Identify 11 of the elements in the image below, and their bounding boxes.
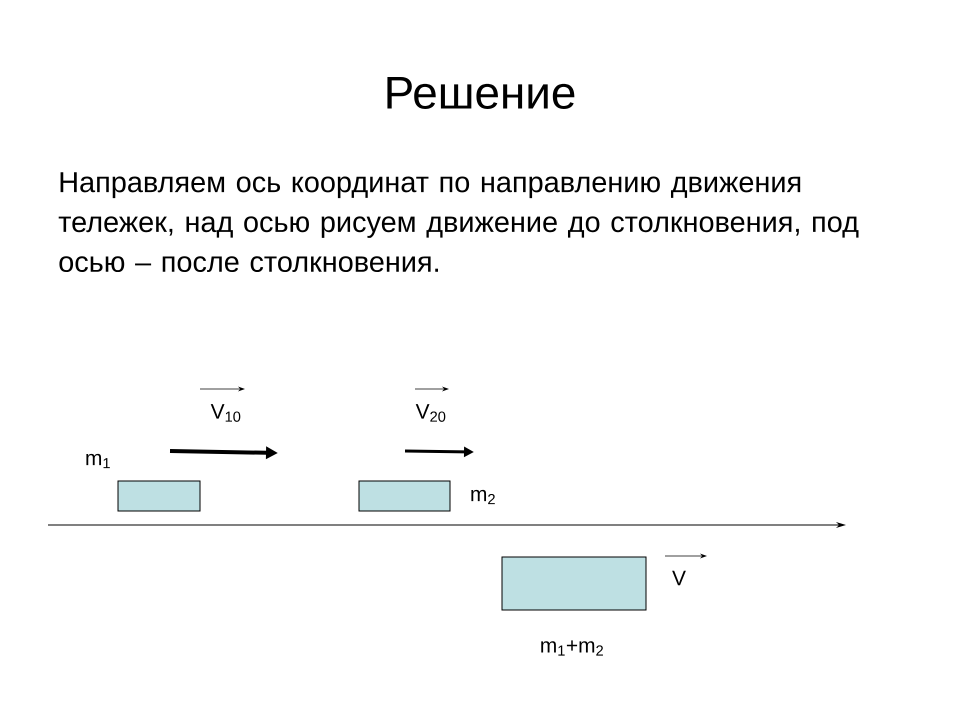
velocity-label: V$_{20}$ — [416, 404, 446, 422]
slide-title: Решение — [387, 77, 574, 109]
cart-box — [502, 556, 646, 610]
velocity-label: V — [672, 570, 686, 586]
velocity-label: V$_{10}$ — [210, 404, 240, 422]
mass-label: m$_{2}$ — [471, 490, 495, 504]
paragraph: Направляем ось координат по направлению движения тележек, над осью рисуем движение до столкновения, под осью – после столкновения. — [58, 172, 858, 272]
mass-label: m$_{1}$ — [86, 454, 110, 468]
cart-box — [358, 480, 450, 512]
mass-label: m$_{1}$+m$_{2}$ — [541, 640, 603, 656]
cart-box — [118, 480, 200, 512]
